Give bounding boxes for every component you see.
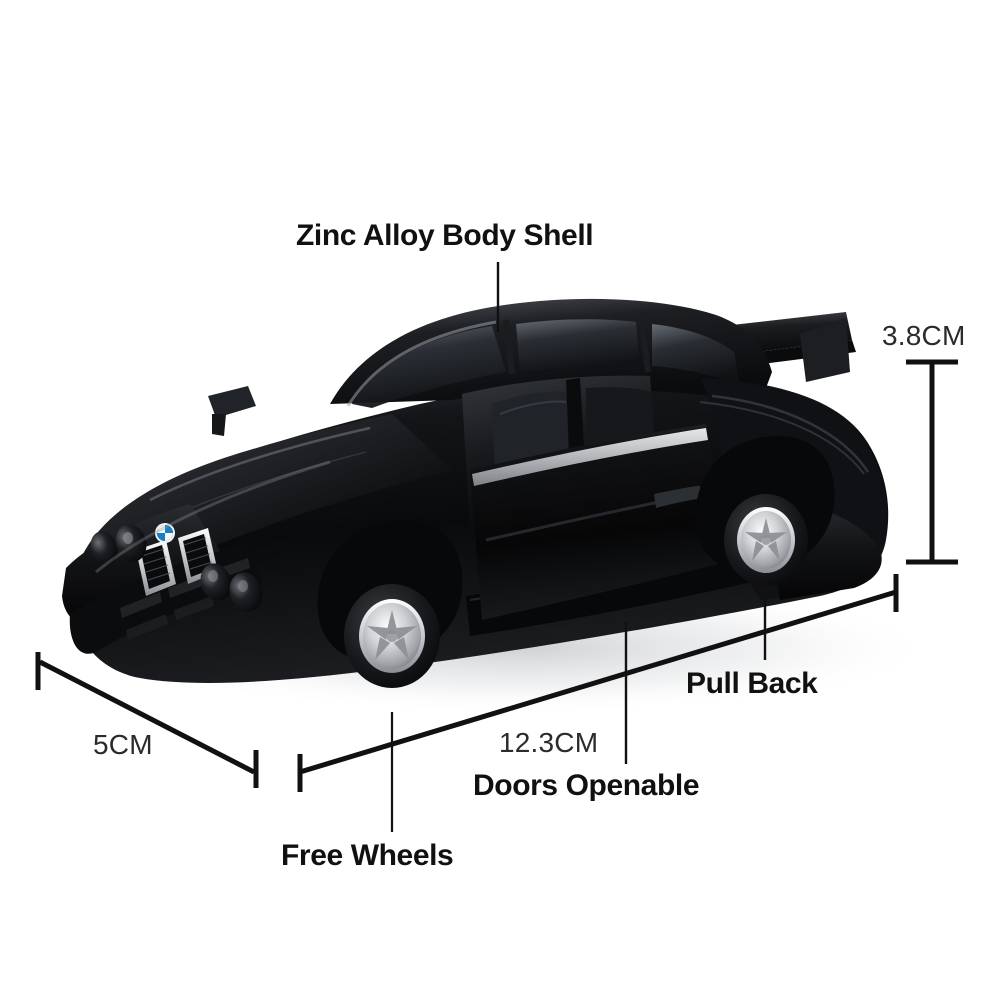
rear-wheel-spokes xyxy=(745,518,787,561)
headlights xyxy=(90,524,263,612)
label-free-wheels: Free Wheels xyxy=(281,839,454,872)
annotation-lines xyxy=(35,262,958,832)
front-wheel xyxy=(344,584,440,688)
door-panel xyxy=(470,424,734,620)
dimension-width-bar xyxy=(35,652,259,788)
dimension-length-bar xyxy=(297,574,899,792)
label-pull-back: Pull Back xyxy=(686,667,818,700)
windscreen xyxy=(352,326,506,408)
door-window-sill xyxy=(472,428,708,486)
rear-wheel xyxy=(724,494,808,586)
dimension-height-bar xyxy=(906,359,958,565)
door-mirror xyxy=(208,386,256,418)
front-side-window xyxy=(516,319,640,372)
rear-side-window xyxy=(652,324,740,386)
model-car xyxy=(62,298,889,688)
front-wheel-spokes xyxy=(367,610,417,660)
brand-roundel-badge xyxy=(155,523,175,543)
label-zinc-alloy-body-shell: Zinc Alloy Body Shell xyxy=(296,219,594,252)
open-door xyxy=(208,375,734,620)
label-dimension-width: 5CM xyxy=(93,729,153,760)
label-dimension-height: 3.8CM xyxy=(882,320,966,351)
label-dimension-length: 12.3CM xyxy=(499,727,599,758)
kidney-grille xyxy=(136,528,218,596)
label-doors-openable: Doors Openable xyxy=(473,769,700,802)
door-handle xyxy=(654,486,702,508)
